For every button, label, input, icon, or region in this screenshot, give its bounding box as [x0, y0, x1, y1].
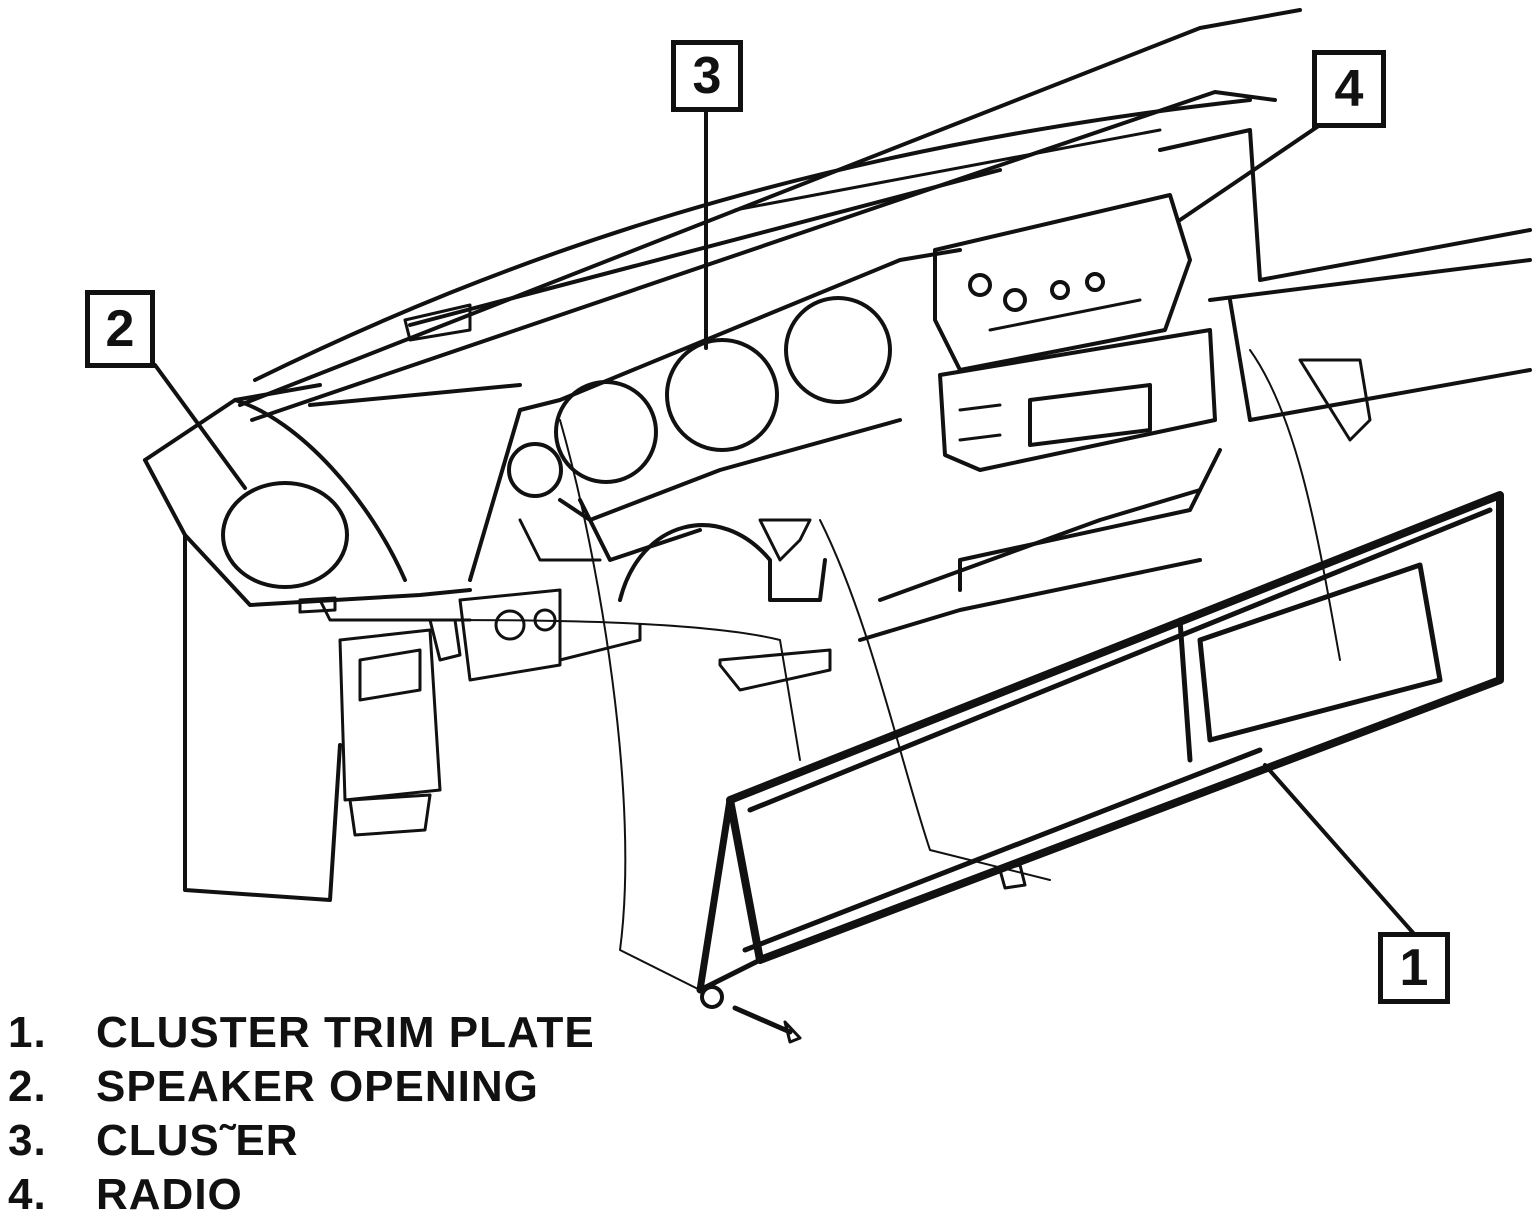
callout-label-4: 4 — [1334, 60, 1364, 118]
legend-number: 3. — [8, 1116, 47, 1165]
cluster-gauges — [468, 248, 962, 582]
legend-text: SPEAKER OPENING — [96, 1062, 539, 1111]
radio-unit — [933, 193, 1217, 472]
callout-box-4: 4 — [1312, 50, 1386, 128]
lower-center-controls — [428, 588, 832, 692]
callout-label-1: 1 — [1399, 939, 1429, 997]
legend-item: 4. RADIO — [8, 1168, 595, 1222]
legend-text: CLUSTER TRIM PLATE — [96, 1008, 595, 1057]
legend-number: 1. — [8, 1008, 47, 1057]
legend-item: 1. CLUSTER TRIM PLATE — [8, 1006, 595, 1060]
legend-item: 2. SPEAKER OPENING — [8, 1060, 595, 1114]
phantom-lines — [439, 349, 1341, 991]
legend-number: 2. — [8, 1062, 47, 1111]
callout-box-1: 1 — [1378, 932, 1450, 1004]
trim-plate-screw — [700, 985, 802, 1044]
callout-label-2: 2 — [105, 300, 135, 358]
right-dash-section — [858, 128, 1532, 642]
speaker-opening-shape — [221, 481, 349, 614]
callout-label-3: 3 — [692, 47, 722, 105]
legend-item: 3. CLUS˜ER — [8, 1114, 595, 1168]
callout-box-3: 3 — [671, 40, 743, 112]
left-dash-section — [143, 383, 522, 902]
parts-legend: 1. CLUSTER TRIM PLATE 2. SPEAKER OPENING… — [8, 1006, 595, 1222]
callout-box-2: 2 — [85, 290, 155, 368]
dash-top — [238, 8, 1302, 422]
cluster-trim-plate — [696, 491, 1504, 994]
steering-column-opening — [578, 498, 827, 602]
legend-number: 4. — [8, 1170, 47, 1219]
legend-text: CLUS˜ER — [96, 1116, 299, 1165]
legend-text: RADIO — [96, 1170, 243, 1219]
